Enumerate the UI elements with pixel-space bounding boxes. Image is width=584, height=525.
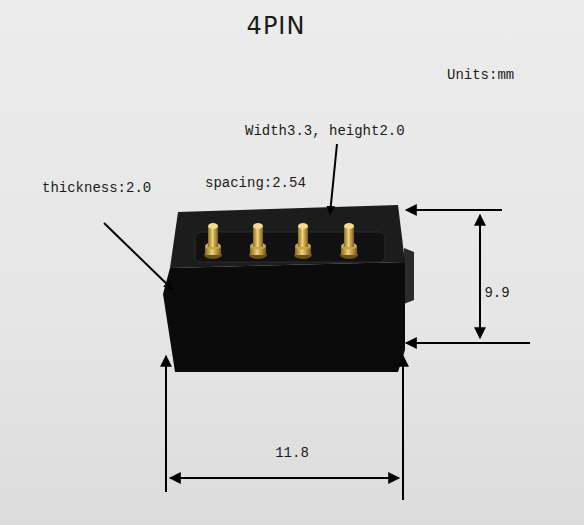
pin-part	[344, 223, 354, 229]
pin-part	[253, 226, 263, 247]
dimension-arrow	[479, 215, 481, 338]
leader-line	[330, 144, 337, 214]
extension-arrow	[406, 342, 530, 344]
pogo-pins	[204, 223, 358, 259]
dimension-value: 9.9	[484, 285, 509, 301]
pin-part	[344, 226, 354, 247]
dimension-label: spacing:2.54	[205, 175, 306, 191]
title: 4PIN	[247, 12, 306, 40]
extension-arrow	[165, 356, 167, 492]
extension-arrow	[402, 356, 404, 500]
pin-part	[253, 223, 263, 229]
pin-part	[208, 223, 218, 229]
dimension-label: thickness:2.0	[42, 180, 151, 196]
pin-part	[298, 226, 308, 247]
units-note: Units:mm	[447, 67, 514, 83]
extension-arrow	[406, 209, 502, 211]
pin-part	[208, 226, 218, 247]
dimension-label: Width3.3, height2.0	[245, 123, 405, 139]
pin-part	[298, 223, 308, 229]
connector-body	[163, 205, 414, 372]
dimension-arrow	[170, 477, 399, 479]
dimension-value: 11.8	[275, 445, 309, 461]
leader-line	[104, 223, 172, 289]
